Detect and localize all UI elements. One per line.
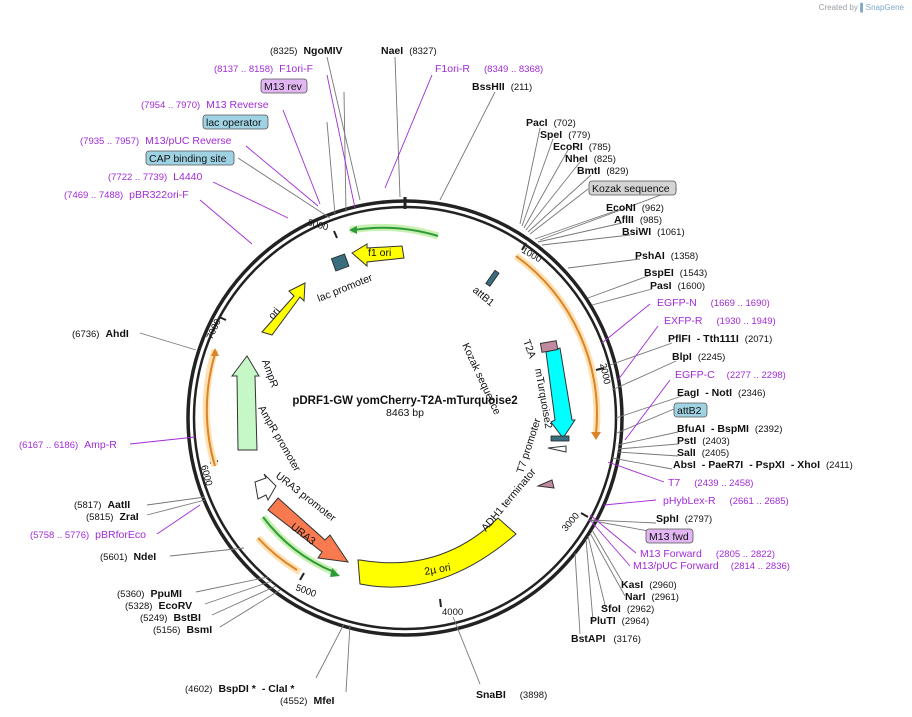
tick-label-3000: 3000	[560, 511, 582, 534]
site-pasi: PasI(1600)	[650, 280, 705, 292]
site-aflii: AflII(985)	[614, 214, 662, 226]
site-ppumi: (5360)PpuMI	[117, 588, 182, 600]
site-bsmi: (5156)BsmI	[153, 624, 212, 636]
restriction-sites: (8325)NgoMIV NaeI(8327) BssHII(211) PacI…	[72, 45, 853, 707]
tick-label-6000: 6000	[198, 464, 214, 487]
site-pshai: PshAI(1358)	[635, 250, 698, 262]
primers: (8137 .. 8158)F1ori-F F1ori-R(8349 .. 83…	[19, 63, 790, 572]
box-label-m13-fwd: M13 fwd	[649, 531, 689, 543]
primer-leader-lines	[129, 74, 671, 567]
primer-t7: T7(2439 .. 2458)	[668, 477, 753, 489]
site-bfuai-bspmi: BfuAI- BspMI(2392)	[677, 423, 782, 435]
snapgene-logo: ▌SnapGene	[860, 3, 904, 12]
site-ndei: (5601)NdeI	[100, 551, 156, 563]
site-blpi: BlpI(2245)	[672, 351, 725, 363]
box-attb2: attB2	[673, 402, 708, 418]
site-ngomiv: (8325)NgoMIV	[270, 45, 343, 57]
feature-label-t2a: T2A	[520, 338, 538, 360]
site-bstapi: BstAPI(3176)	[571, 633, 641, 645]
site-nhei: NheI(825)	[565, 153, 616, 165]
leader-lines	[139, 56, 683, 693]
plasmid-size: 8463 bp	[386, 407, 424, 419]
site-sali: SalI(2405)	[677, 447, 729, 459]
site-econi: EcoNI(962)	[606, 202, 664, 214]
tick-label-5000: 5000	[294, 582, 318, 600]
box-label-m13-rev: M13 rev	[264, 81, 303, 93]
site-mfei: (4552)MfeI	[280, 695, 335, 707]
tick-label-4000: 4000	[442, 607, 463, 618]
primer-pbrforeco: (5758 .. 5776)pBRforEco	[30, 529, 146, 541]
primer-m13-reverse: (7954 .. 7970)M13 Reverse	[141, 99, 269, 111]
site-bspdi-clai: (4602)BspDI *- ClaI *	[185, 683, 295, 695]
credit-prefix: Created by	[818, 3, 858, 12]
site-bmti: BmtI(829)	[577, 165, 629, 177]
feature-label-ampr: AmpR	[259, 358, 280, 390]
primer-pbr322ori-f: (7469 .. 7488)pBR322ori-F	[64, 189, 189, 201]
credit-brand: SnapGene	[865, 3, 904, 12]
site-sfoi: SfoI(2962)	[601, 603, 654, 615]
box-label-cap-binding-site: CAP binding site	[149, 153, 227, 165]
box-label-kozak-sequence: Kozak sequence	[592, 183, 670, 195]
primer-m13-puc-reverse: (7935 .. 7957)M13/pUC Reverse	[80, 135, 232, 147]
site-psti: PstI(2403)	[677, 435, 730, 447]
primer-f1ori-f: (8137 .. 8158)F1ori-F	[214, 63, 313, 75]
site-snabi: SnaBI(3898)	[476, 689, 547, 701]
site-bsshii: BssHII(211)	[472, 81, 532, 93]
site-ecori: EcoRI(785)	[553, 141, 611, 153]
primer-amp-r: (6167 .. 6186)Amp-R	[19, 439, 117, 451]
feature-label-f1-ori: f1 ori	[368, 247, 391, 259]
site-spei: SpeI(779)	[540, 129, 590, 141]
feature-label-2u-ori: 2µ ori	[423, 562, 451, 578]
tick-label-7000: 7000	[205, 317, 224, 341]
primer-l4440: (7722 .. 7739)L4440	[108, 171, 203, 183]
box-kozak-sequence: Kozak sequence	[588, 180, 677, 196]
plasmid-name: pDRF1-GW yomCherry-T2A-mTurquoise2	[292, 395, 517, 407]
site-sphi: SphI(2797)	[656, 513, 712, 525]
tick-label-8000: 8000	[306, 217, 329, 233]
primer-phyblex-r: pHybLex-R(2661 .. 2685)	[663, 495, 789, 507]
box-m13-fwd: M13 fwd	[645, 528, 694, 544]
site-bsiwi: BsiWI(1061)	[622, 226, 685, 238]
site-aatii: (5817)AatII	[74, 499, 130, 511]
site-bstbi: (5249)BstBI	[140, 612, 201, 624]
primer-m13-forward: M13 Forward(2805 .. 2822)	[640, 548, 775, 560]
site-absi-xhoi: AbsI- PaeR7I- PspXI- XhoI(2411)	[673, 459, 853, 471]
box-label-lac-operator: lac operator	[206, 117, 262, 129]
site-naei: NaeI(8327)	[381, 45, 437, 57]
site-nari: NarI(2961)	[625, 591, 679, 603]
boxed-labels: M13 rev lac operator CAP binding site Ko…	[145, 78, 708, 544]
feature-label-ampr-promoter: AmpR promoter	[255, 404, 303, 475]
box-cap-binding-site: CAP binding site	[145, 150, 235, 166]
site-eagi-noti: EagI- NotI(2346)	[677, 387, 766, 399]
tick-label-2000: 2000	[597, 362, 612, 385]
box-label-attb2: attB2	[677, 405, 702, 417]
feature-label-adh1-terminator: ADH1 terminator	[479, 466, 539, 534]
site-pluti: PluTI(2964)	[590, 615, 649, 627]
site-bspei: BspEI(1543)	[644, 267, 707, 279]
box-lac-operator: lac operator	[202, 114, 269, 130]
primer-exfp-r: EXFP-R(1930 .. 1949)	[664, 315, 776, 327]
site-pflfi-tth111i: PflFI- Tth111I(2071)	[668, 333, 772, 345]
site-kasi: KasI(2960)	[621, 579, 677, 591]
feature-label-attb1: attB1	[470, 284, 497, 309]
feature-label-lac-promoter: lac promoter	[316, 272, 375, 305]
primer-m13-puc-forward: M13/pUC Forward(2814 .. 2836)	[633, 560, 790, 572]
primer-f1ori-r: F1ori-R(8349 .. 8368)	[435, 63, 543, 75]
site-ahdi: (6736)AhdI	[72, 328, 129, 340]
site-paci: PacI(702)	[526, 117, 576, 129]
box-m13-rev: M13 rev	[260, 78, 308, 94]
site-zrai: (5815)ZraI	[86, 511, 139, 523]
snapgene-credit: Created by ▌SnapGene	[819, 3, 904, 12]
primer-egfp-c: EGFP-C(2277 .. 2298)	[675, 369, 786, 381]
primer-egfp-n: EGFP-N(1669 .. 1690)	[657, 297, 770, 309]
site-ecorv: (5328)EcoRV	[125, 600, 192, 612]
